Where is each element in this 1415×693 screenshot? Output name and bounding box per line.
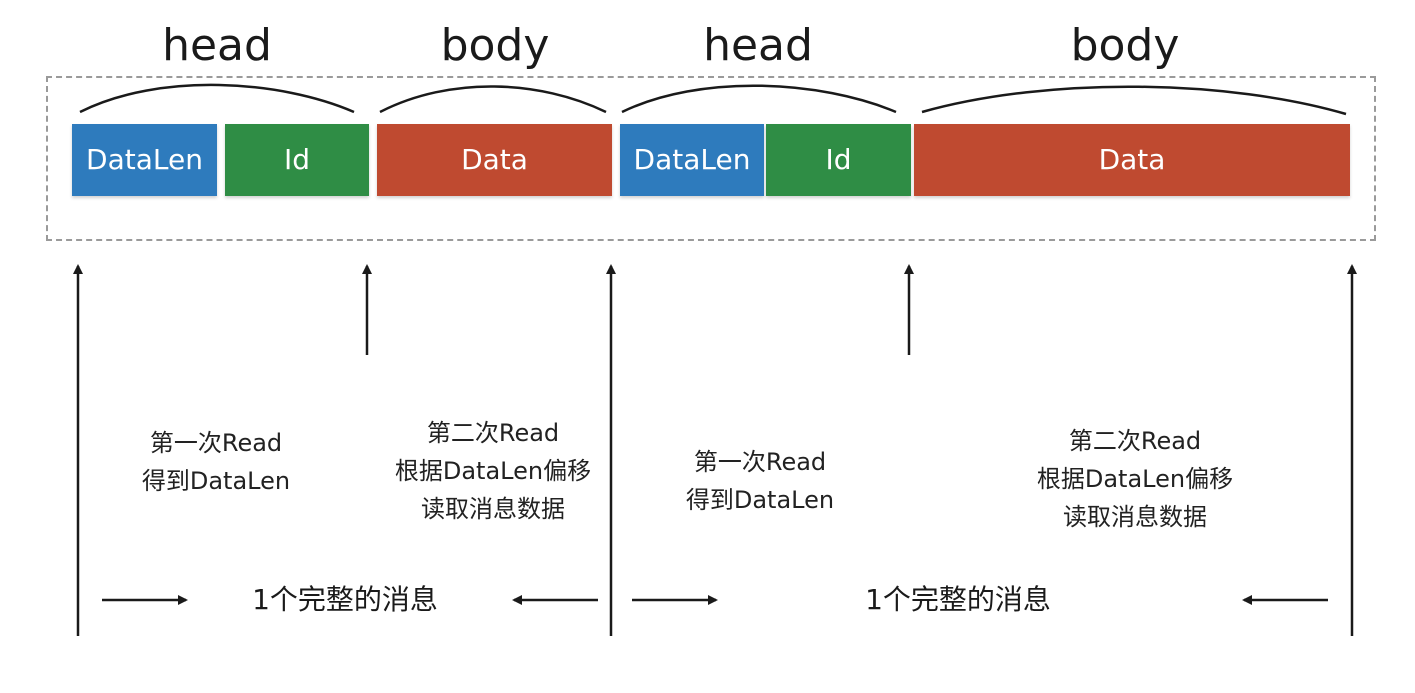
datalen-block-2: DataLen — [620, 124, 764, 196]
head-brace-1 — [79, 83, 355, 114]
data-block-2: Data — [914, 124, 1350, 196]
body-label-2: body — [1070, 20, 1180, 71]
head-label-2: head — [703, 20, 813, 71]
id-block-2: Id — [766, 124, 911, 196]
second-read-line1: 第二次Read — [426, 419, 560, 447]
message-label-1: 1个完整的消息 — [252, 583, 438, 616]
message-label-2: 1个完整的消息 — [865, 583, 1051, 616]
second-read-line3: 读取消息数据 — [421, 495, 565, 523]
body-brace-2 — [921, 85, 1347, 116]
second-read-line2: 根据DataLen偏移 — [394, 457, 592, 485]
second-read-line2: 根据DataLen偏移 — [1036, 465, 1234, 493]
first-read-note-1: 第一次Read 得到DataLen — [116, 424, 316, 500]
body-label-1: body — [440, 20, 550, 71]
first-read-line2: 得到DataLen — [685, 486, 835, 514]
head-label-1: head — [162, 20, 272, 71]
second-read-line1: 第二次Read — [1068, 427, 1202, 455]
second-read-note-1: 第二次Read 根据DataLen偏移 读取消息数据 — [378, 414, 608, 528]
stream-frame — [46, 76, 1376, 241]
datalen-block-1: DataLen — [72, 124, 217, 196]
first-read-line2: 得到DataLen — [141, 467, 291, 495]
data-block-1: Data — [377, 124, 612, 196]
id-block-1: Id — [225, 124, 369, 196]
body-brace-1 — [379, 85, 607, 114]
second-read-note-2: 第二次Read 根据DataLen偏移 读取消息数据 — [1020, 422, 1250, 536]
second-read-line3: 读取消息数据 — [1063, 503, 1207, 531]
first-read-note-2: 第一次Read 得到DataLen — [660, 443, 860, 519]
first-read-line1: 第一次Read — [693, 448, 827, 476]
first-read-line1: 第一次Read — [149, 429, 283, 457]
head-brace-2 — [621, 84, 897, 114]
